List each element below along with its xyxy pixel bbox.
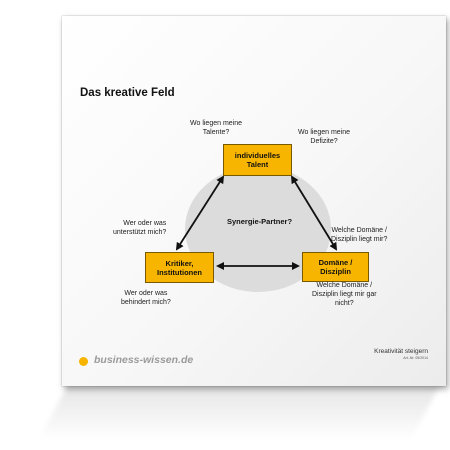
question-domaene-nicht: Welche Domäne / Disziplin liegt mir gar … [312,281,377,308]
question-line: Wer oder was [124,290,168,297]
question-line: Wo liegen meine [190,120,243,127]
node-talent: individuelles Talent [223,144,292,176]
page-title: Das kreative Feld [80,87,175,99]
brand-logo: business-wissen.de [94,354,194,366]
document-page [62,16,446,386]
question-line: Talente? [202,129,230,136]
question-line: unterstützt mich? [113,229,167,236]
question-line: behindert mich? [121,299,171,306]
node-kritik: Kritiker, Institutionen [145,252,214,283]
question-line: Wo liegen meine [298,129,351,136]
brand-dot-icon [79,357,88,366]
question-line: Disziplin liegt mir? [331,236,388,243]
footer-doc-title: Kreativität steigern [374,348,428,355]
question-domaene-liegt: Welche Domäne / Disziplin liegt mir? [331,226,387,244]
question-line: Welche Domäne / [331,227,387,234]
question-defizite: Wo liegen meine Defizite? [298,128,350,146]
question-behindert: Wer oder was behindert mich? [121,289,171,307]
question-talente: Wo liegen meine Talente? [190,119,242,137]
footer-doc-number: Art.-Nr. 05/2014 [403,356,428,360]
node-domaene: Domäne / Disziplin [302,252,369,282]
question-line: Disziplin liegt mir gar [312,291,377,298]
synergy-label: Synergie-Partner? [227,217,293,226]
node-talent-label: individuelles Talent [234,151,281,169]
question-unterstuetzt: Wer oder was unterstützt mich? [113,219,166,237]
node-domaene-label: Domäne / Disziplin [318,258,353,276]
question-line: nicht? [334,300,354,307]
page-reflection [38,385,440,440]
question-line: Defizite? [310,138,338,145]
node-kritik-label: Kritiker, Institutionen [157,258,202,277]
question-line: Wer oder was [123,220,167,227]
question-line: Welche Domäne / [316,282,373,289]
